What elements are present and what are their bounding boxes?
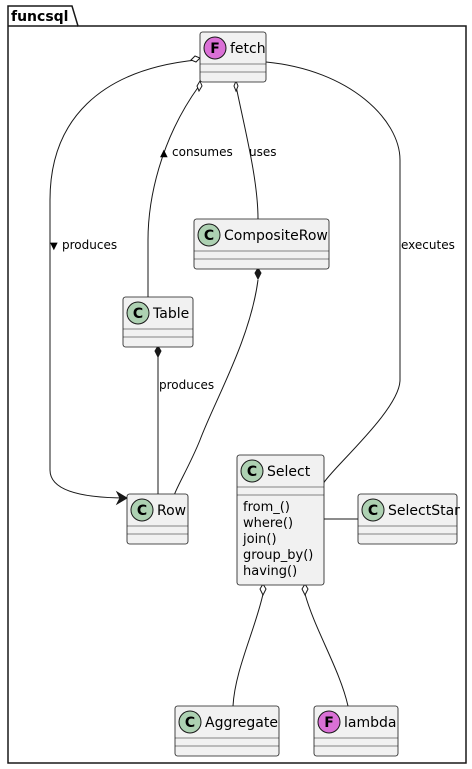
edge-composite-row: [173, 279, 259, 497]
composition-diamond-table: [154, 345, 162, 359]
badge-letter: C: [368, 503, 378, 519]
edge-label-consumes: consumes: [172, 145, 233, 159]
badge-letter: C: [204, 228, 214, 244]
class-badge-icon: [240, 459, 264, 483]
badge-letter: C: [133, 306, 143, 322]
node-table[interactable]: C Table: [122, 296, 194, 348]
edge-label-arrow: ▲: [160, 148, 168, 159]
aggregation-diamond-fetch-row: [190, 55, 201, 63]
method-label: having(): [243, 564, 297, 579]
class-badge-icon: [197, 223, 221, 247]
class-badge-icon: [130, 498, 154, 522]
node-name: Table: [152, 306, 189, 322]
aggregation-diamond-fetch-table: [196, 79, 203, 93]
edge-select-lambda: [304, 593, 349, 707]
arrowhead-row: [115, 490, 128, 506]
node-name: lambda: [344, 715, 396, 731]
aggregation-diamond-fetch-composite: [233, 79, 239, 93]
badge-letter: C: [185, 715, 195, 731]
node-aggregate[interactable]: C Aggregate: [174, 705, 280, 757]
node-name: CompositeRow: [224, 228, 328, 244]
edge-label-executes: executes: [401, 238, 455, 252]
node-row[interactable]: C Row: [126, 493, 189, 545]
method-label: from_(): [243, 500, 290, 515]
class-badge-icon: [361, 498, 385, 522]
aggregation-diamond-select-lambda: [301, 583, 309, 597]
class-badge-icon: [178, 710, 202, 734]
edge-fetch-table: [147, 85, 200, 297]
node-select[interactable]: C Select from_()where()join()group_by()hav…: [236, 454, 325, 586]
edge-fetch-composite: [235, 85, 259, 220]
edge-select-aggregate: [232, 593, 264, 707]
node-composite-row[interactable]: C CompositeRow: [193, 218, 330, 270]
class-badge-icon: [126, 301, 150, 325]
edge-label-uses: uses: [249, 145, 277, 159]
node-name: SelectStar: [388, 503, 460, 519]
aggregation-diamond-select-aggregate: [259, 583, 267, 597]
function-badge-icon: [203, 36, 227, 60]
edge-label-arrow: ▼: [50, 241, 58, 252]
node-box: [236, 454, 325, 586]
badge-letter: C: [247, 464, 257, 480]
package-title: funcsql: [11, 9, 68, 25]
edge-fetch-select: [265, 61, 401, 485]
node-name: fetch: [230, 41, 266, 57]
method-label: group_by(): [243, 548, 313, 563]
method-label: where(): [243, 516, 293, 531]
node-box: [193, 218, 330, 270]
package-funcsql: funcsql: [7, 5, 467, 764]
badge-letter: C: [137, 503, 147, 519]
node-name: Select: [267, 464, 311, 480]
node-name: Aggregate: [205, 715, 278, 731]
edge-label-produces: produces: [62, 238, 117, 252]
badge-letter: F: [210, 41, 220, 57]
node-name: Row: [157, 503, 186, 519]
function-badge-icon: [317, 710, 341, 734]
method-label: join(): [242, 532, 277, 547]
node-select-star[interactable]: C SelectStar: [357, 493, 460, 545]
badge-letter: F: [324, 715, 334, 731]
edge-fetch-row: [49, 59, 197, 499]
edge-label-produces: produces: [159, 378, 214, 392]
node-box: [174, 705, 280, 757]
composition-diamond-composite: [254, 267, 262, 281]
